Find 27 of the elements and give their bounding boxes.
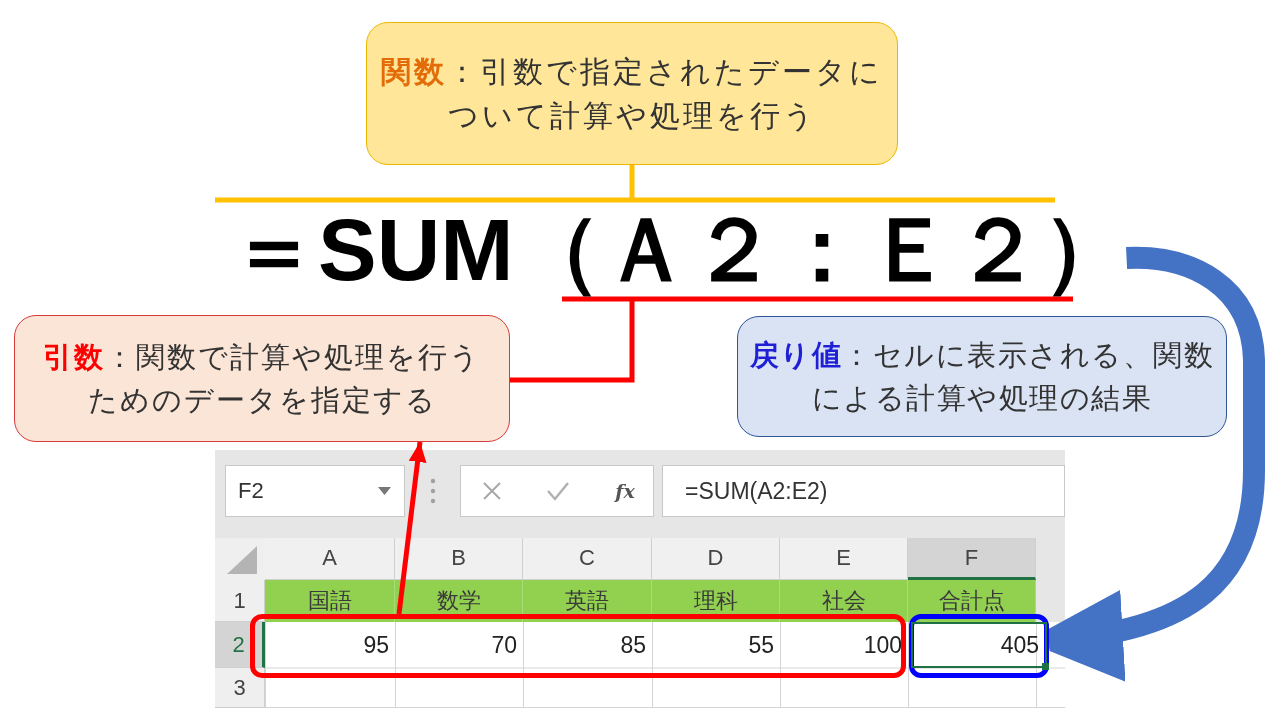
column-header: D: [652, 538, 780, 580]
row-header: 3: [215, 668, 265, 708]
column-header: A: [265, 538, 395, 580]
row-header: 2: [215, 622, 265, 668]
formula-text: ＝SUM（Ａ２：Ｅ２）: [230, 202, 1130, 297]
definition-callout: 引数：関数で計算や処理を行うためのデータを指定する: [14, 315, 510, 442]
selected-cell: 405: [911, 622, 1047, 668]
column-header: C: [523, 538, 652, 580]
number-text: 55: [747, 631, 775, 660]
leader-line: [507, 296, 1076, 383]
column-header: E: [780, 538, 908, 580]
definition-callout: 戻り値：セルに表示される、関数による計算や処理の結果: [737, 316, 1227, 437]
arrow: [396, 441, 427, 615]
definition-callout: 関数：引数で指定されたデータについて計算や処理を行う: [366, 22, 898, 165]
number-text: 95: [362, 631, 390, 660]
number-text: 70: [490, 631, 518, 660]
name-box: F2: [225, 465, 405, 517]
range-highlight: [250, 614, 906, 678]
row-header: 1: [215, 580, 265, 622]
result-highlight: [909, 614, 1049, 678]
column-header: B: [395, 538, 523, 580]
column-header: F: [908, 538, 1036, 580]
insert-function-label: fx: [613, 479, 636, 504]
number-text: 100: [862, 631, 903, 660]
number-text: 85: [619, 631, 647, 660]
leader-line: [212, 162, 1058, 203]
formula-bar: =SUM(A2:E2): [662, 465, 1065, 517]
